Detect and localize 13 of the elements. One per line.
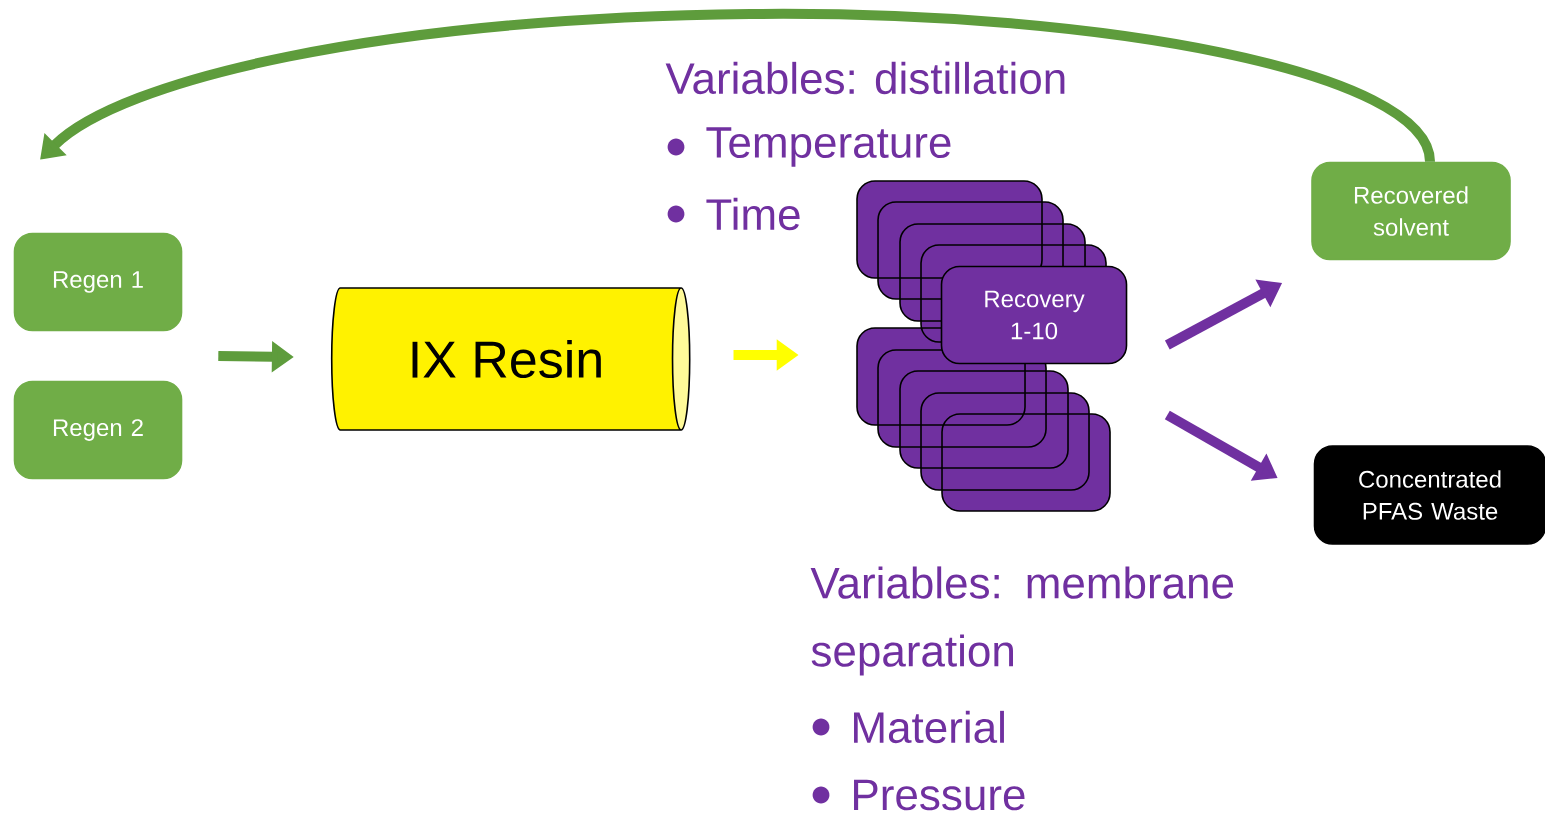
- heading-text: Variables: distillation: [665, 61, 1065, 95]
- arrow: [40, 9, 1435, 164]
- process-box: Concentrated PFAS Waste: [1313, 445, 1545, 545]
- bullet-item: Time: [706, 197, 800, 231]
- process-box: Recovery 1-10: [940, 265, 1128, 365]
- bullet-item: Temperature: [706, 127, 951, 167]
- bullet-item: Pressure: [854, 779, 1025, 811]
- bullet-item: Material: [854, 710, 1004, 744]
- process-box: Recovered solvent: [1311, 161, 1511, 261]
- heading-text: Variables: membrane separation: [810, 566, 1234, 676]
- process-box: Regen 1: [13, 232, 183, 332]
- process-box: Regen 2: [13, 380, 183, 480]
- resin-cylinder: IX Resin: [330, 287, 691, 431]
